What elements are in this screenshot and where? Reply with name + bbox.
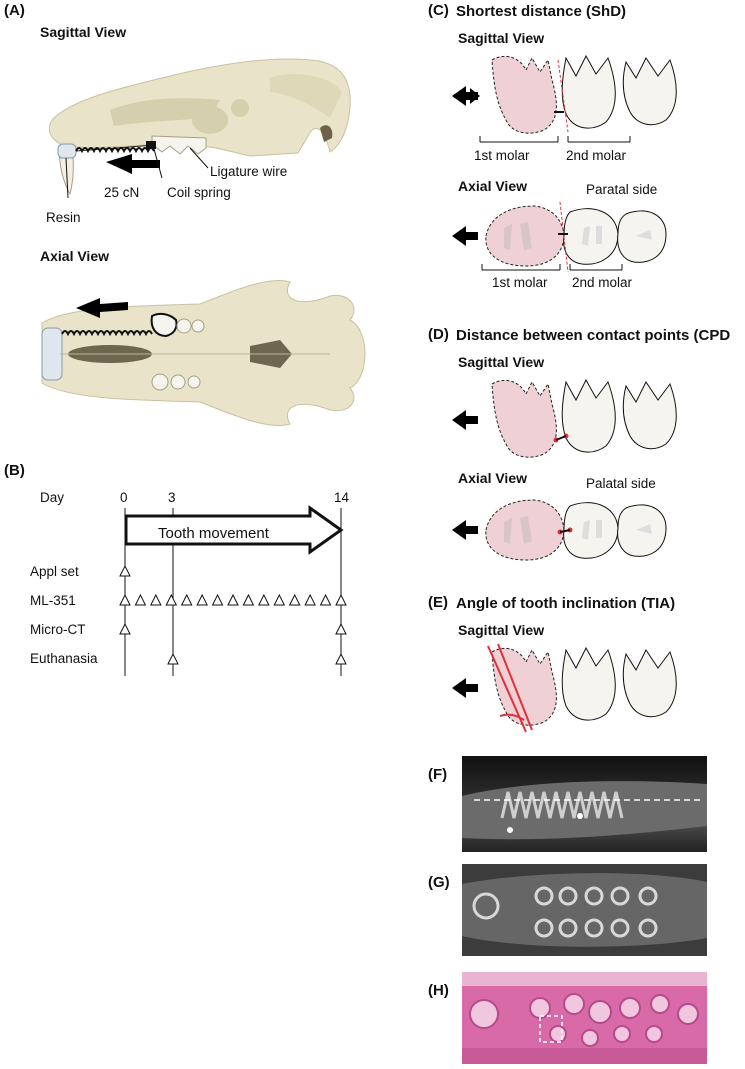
day-label: Day [40, 490, 65, 505]
ml-351-dose-marker [165, 593, 178, 606]
panel-c-ax-2nd-molar: 2nd molar [572, 275, 633, 290]
micro-ct-axial-image [462, 864, 707, 956]
panel-d-sagittal-teeth [452, 378, 677, 458]
panel-g-label: (G) [428, 874, 450, 891]
panel-d-axial-title: Axial View [458, 470, 528, 486]
panel-d-sagittal-title: Sagittal View [458, 354, 545, 370]
ligature-wire-label: Ligature wire [210, 164, 288, 179]
panel-d-label: (D) [428, 326, 449, 343]
day-tick-3: 3 [168, 490, 176, 505]
resin-label: Resin [46, 210, 81, 225]
ml-351-dose-marker [119, 593, 131, 606]
ml-351-dose-marker [180, 593, 193, 606]
panel-c-axial-title: Axial View [458, 178, 528, 194]
ml-351-dose-marker [258, 593, 270, 606]
ml-351-dose-marker [242, 593, 255, 606]
panel-c-sagittal-teeth [452, 54, 677, 143]
panel-e-title: Angle of tooth inclination (TIA) [456, 595, 676, 612]
panel-c-sag-1st-molar: 1st molar [474, 148, 530, 163]
ml-351-dose-marker [134, 593, 147, 606]
skull-sagittal-illustration [48, 58, 351, 199]
panel-c-axial-teeth [452, 201, 667, 273]
panel-d-title: Distance between contact points (CPD [456, 327, 731, 344]
timeline-graphic [119, 505, 347, 676]
panel-d-side-label: Palatal side [586, 476, 656, 491]
panel-a-axial-title: Axial View [40, 248, 110, 264]
ml-351-dose-marker [288, 593, 301, 606]
day-tick-14: 14 [334, 490, 350, 505]
force-label: 25 cN [104, 185, 140, 200]
skull-axial-illustration [41, 279, 366, 427]
panel-a-sagittal-title: Sagittal View [40, 24, 127, 40]
micro-ct-sagittal-image [462, 756, 707, 852]
panel-d-axial-teeth [452, 499, 667, 561]
day-tick-0: 0 [120, 490, 128, 505]
panel-f-label: (F) [428, 766, 448, 783]
panel-e-sagittal-teeth [452, 643, 677, 733]
panel-c-title: Shortest distance (ShD) [456, 3, 627, 20]
row-label-ml-351: ML-351 [30, 593, 76, 608]
panel-b-label: (B) [4, 462, 25, 479]
panel-e-sagittal-title: Sagittal View [458, 622, 545, 638]
panel-e-label: (E) [428, 594, 448, 611]
ml-351-dose-marker [304, 593, 316, 606]
panel-h-label: (H) [428, 982, 449, 999]
panel-c-side-label: Paratal side [586, 182, 658, 197]
tooth-movement-label: Tooth movement [158, 525, 269, 542]
ml-351-dose-marker [335, 593, 347, 606]
panel-c-sagittal-title: Sagittal View [458, 30, 545, 46]
ml-351-dose-marker [150, 593, 162, 606]
panel-c-label: (C) [428, 2, 449, 19]
panel-c-sag-2nd-molar: 2nd molar [566, 148, 627, 163]
row-label-appl-set: Appl set [30, 564, 79, 579]
ml-351-dose-marker [211, 593, 224, 606]
ml-351-dose-marker [273, 593, 286, 606]
ml-351-dose-marker [196, 593, 208, 606]
histology-he-image [462, 972, 707, 1064]
row-label-euthanasia: Euthanasia [30, 651, 98, 666]
coil-spring-label: Coil spring [167, 185, 231, 200]
panel-a-label: (A) [4, 2, 25, 19]
ml-351-dose-marker [227, 593, 239, 606]
panel-c-ax-1st-molar: 1st molar [492, 275, 548, 290]
ml-351-dose-marker [319, 593, 332, 606]
row-label-micro-ct: Micro-CT [30, 622, 86, 637]
